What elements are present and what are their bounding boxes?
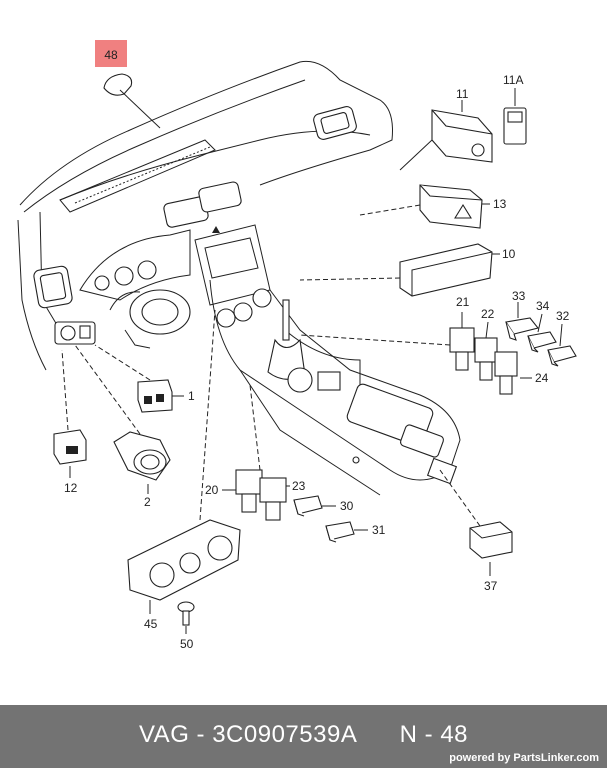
callout-11a[interactable]: 11A	[503, 73, 523, 87]
part-21-22-24: 21 22 24	[299, 295, 549, 395]
callout-30[interactable]: 30	[340, 499, 354, 513]
callout-37[interactable]: 37	[484, 579, 498, 593]
part-30-31: 30 31	[293, 495, 386, 543]
part-number-title: VAG - 3C0907539A N - 48	[0, 721, 607, 749]
part-11a: 11A	[503, 73, 527, 145]
callout-48-label[interactable]: 48	[104, 48, 118, 62]
footer-bar: VAG - 3C0907539A N - 48 powered by Parts…	[0, 705, 607, 768]
part-45: 45	[127, 309, 241, 631]
title-separator: -	[196, 721, 206, 748]
part-11: 11	[399, 87, 493, 171]
part-48-cap	[103, 73, 133, 96]
callout-12[interactable]: 12	[64, 481, 78, 495]
callout-48-highlight[interactable]	[95, 40, 127, 67]
brand-label: VAG	[138, 721, 190, 748]
part-33-34-32: 33 34 32	[505, 289, 577, 367]
callout-50[interactable]: 50	[180, 637, 194, 651]
part-37: 37	[439, 469, 513, 593]
callout-1[interactable]: 1	[188, 389, 195, 403]
part-12: 12	[53, 349, 87, 495]
callout-31[interactable]: 31	[372, 523, 386, 537]
part-10: 10	[299, 243, 516, 297]
callout-20[interactable]: 20	[205, 483, 219, 497]
powered-by-link[interactable]: powered by PartsLinker.com	[449, 752, 599, 764]
parts-diagram: 48	[17, 40, 577, 651]
callout-13[interactable]: 13	[493, 197, 507, 211]
part-2: 2	[74, 344, 171, 509]
position-label: N - 48	[399, 721, 469, 748]
dashboard-outline	[17, 60, 461, 496]
part-number[interactable]: 3C0907539A	[212, 721, 358, 748]
callout-24[interactable]: 24	[535, 371, 549, 385]
part-13: 13	[359, 184, 507, 229]
callout-45[interactable]: 45	[144, 617, 158, 631]
callout-34[interactable]: 34	[536, 299, 550, 313]
part-1: 1	[94, 344, 195, 413]
callout-32[interactable]: 32	[556, 309, 570, 323]
callout-11[interactable]: 11	[456, 87, 469, 101]
callout-22[interactable]: 22	[481, 307, 495, 321]
part-20-23: 20 23	[205, 384, 306, 521]
part-50: 50	[177, 601, 195, 651]
callout-21[interactable]: 21	[456, 295, 470, 309]
callout-23[interactable]: 23	[292, 479, 306, 493]
callout-10[interactable]: 10	[502, 247, 516, 261]
callout-2[interactable]: 2	[144, 495, 151, 509]
callout-33[interactable]: 33	[512, 289, 526, 303]
